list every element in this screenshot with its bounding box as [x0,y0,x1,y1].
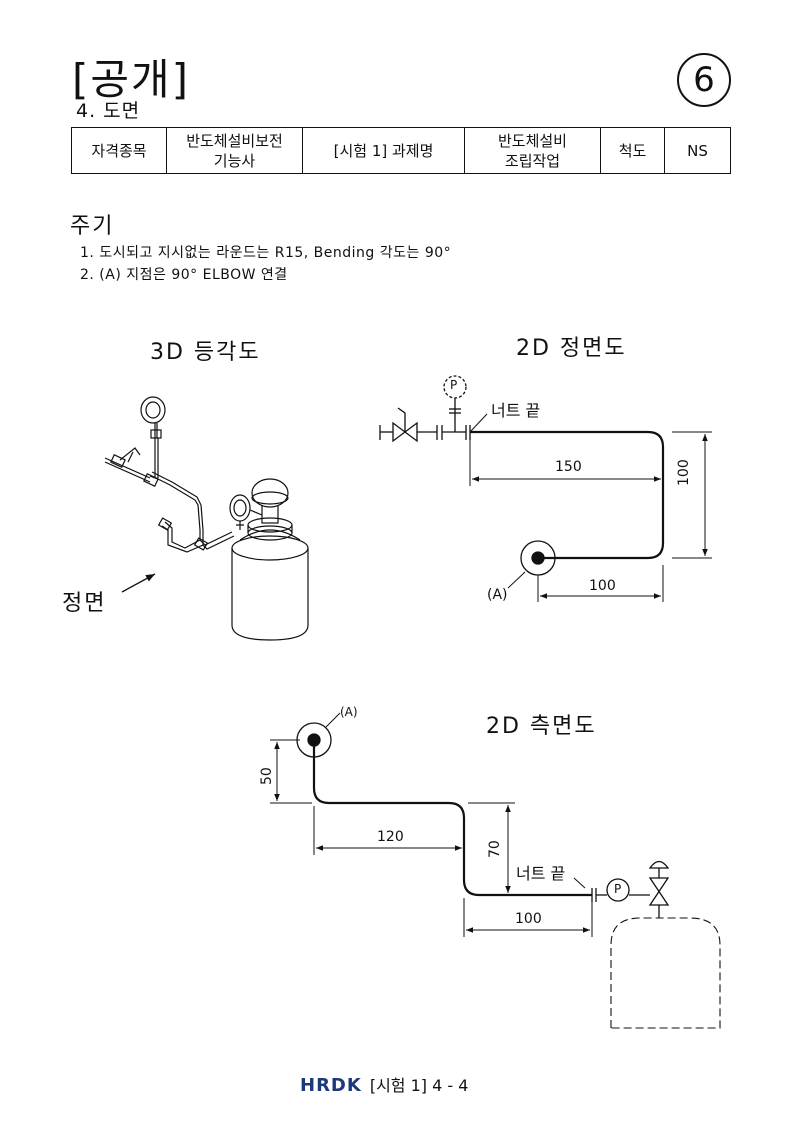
note-item-1: 1. 도시되고 지시없는 라운드는 R15, Bending 각도는 90° [80,245,452,261]
iso-drawing [104,396,309,641]
side-tank-outline [610,917,721,1029]
front-view-title: 2D 정면도 [516,336,627,361]
side-valve-symbol [648,860,670,918]
side-pipe [312,740,592,897]
notes-title: 주기 [70,214,115,239]
front-dim-100-vertical: 100 [676,459,692,486]
side-point-a-label: (A) [340,705,358,719]
side-drawing [270,712,721,1029]
front-drawing [379,375,712,602]
front-direction-label: 정면 [62,591,107,616]
front-nut-end-label: 너트 끝 [491,401,541,420]
info-cell-scale: NS [664,127,731,174]
side-dim-120: 120 [377,829,404,845]
front-dim-100-horizontal: 100 [589,578,616,594]
page-title: [공개] [72,55,191,104]
iso-gauge-lower [229,494,263,530]
side-dim-70: 70 [487,840,503,858]
front-dim-150: 150 [555,459,582,475]
side-dim-100: 100 [515,911,542,927]
hrdk-logo: HRDK [300,1075,362,1096]
front-point-a-label: (A) [487,587,508,603]
tank-valve-knob [251,478,289,508]
iso-valve [104,447,159,487]
iso-gauge-upper [140,396,166,478]
iso-pipe [149,475,233,546]
side-gauge-label: P [614,882,622,896]
side-dim-50: 50 [259,767,275,785]
info-table: 자격종목 반도체설비보전 기능사 [시험 1] 과제명 반도체설비 조립작업 척… [71,127,731,174]
info-cell-qualification: 반도체설비보전 기능사 [166,127,303,174]
footer: HRDK [시험 1] 4 - 4 [300,1072,468,1096]
front-point-a-dot [531,551,545,565]
front-gauge-label: P [450,378,458,392]
footer-page-text: [시험 1] 4 - 4 [369,1076,469,1095]
side-nut-end-label: 너트 끝 [516,864,566,883]
front-gauge-symbol [443,375,467,432]
info-cell-label-qualification: 자격종목 [71,127,167,174]
side-gauge-symbol [606,878,630,902]
section-title: 4. 도면 [76,100,141,122]
info-cell-task: 반도체설비 조립작업 [464,127,601,174]
sheet-number: 6 [677,53,731,107]
front-pipe [470,430,665,560]
info-cell-label-task: [시험 1] 과제명 [302,127,465,174]
note-item-2: 2. (A) 지점은 90° ELBOW 연결 [80,267,288,283]
iso-view-title: 3D 등각도 [150,340,261,365]
front-valve-symbol [379,407,460,443]
side-view-title: 2D 측면도 [486,714,597,739]
